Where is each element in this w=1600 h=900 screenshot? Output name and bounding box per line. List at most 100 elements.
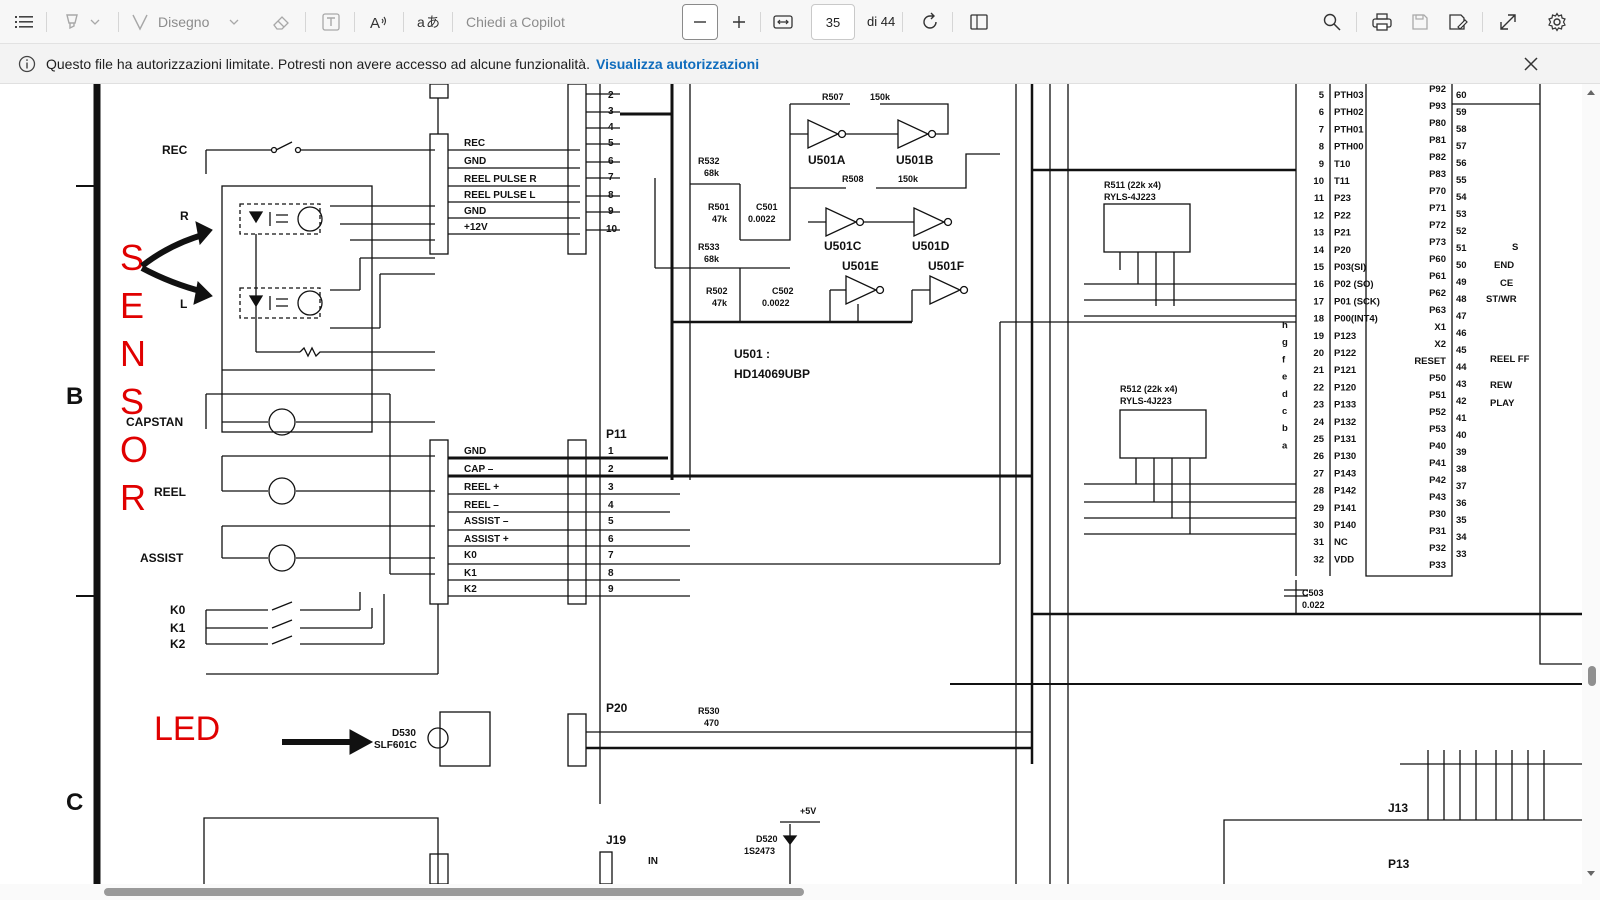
bus-letter: c	[1282, 406, 1287, 417]
ic-pin-name: P122	[1334, 348, 1356, 359]
ic-left-pins: 5678910111213141516171819202122232425262…	[1282, 90, 1380, 565]
save-as-button[interactable]	[1442, 0, 1474, 44]
ic-pin-name: PTH02	[1334, 107, 1364, 118]
ic-pin-number: 50	[1456, 260, 1467, 271]
translate-button[interactable]: a あ	[412, 0, 444, 44]
side-label: REEL FF	[1490, 354, 1530, 365]
ic-pin-number: 42	[1456, 396, 1467, 407]
connector2-pin-label: K2	[464, 584, 477, 595]
c501-label: C501	[756, 202, 778, 212]
fit-width-button[interactable]	[766, 0, 800, 44]
p11-pin-number: 3	[608, 482, 614, 493]
ic-pin-number: 17	[1313, 296, 1324, 307]
horizontal-scrollbar[interactable]	[0, 884, 1600, 900]
toolbar-separator	[46, 12, 47, 32]
ic-pin-name: P52	[1429, 407, 1446, 418]
print-button[interactable]	[1366, 0, 1398, 44]
r512-part: RYLS-4J223	[1120, 396, 1172, 406]
plus-icon	[733, 16, 745, 28]
ic-pin-name: P131	[1334, 434, 1357, 445]
textbox-icon	[322, 13, 340, 31]
close-infobar-button[interactable]	[1515, 44, 1547, 84]
ic-pin-name: P63	[1429, 305, 1446, 316]
ic-pin-number: 41	[1456, 413, 1467, 424]
svg-text:あ: あ	[426, 14, 439, 30]
c502-label: C502	[772, 286, 794, 296]
copilot-button[interactable]: Chiedi a Copilot	[466, 14, 565, 30]
ic-pin-number: 34	[1456, 532, 1467, 543]
minus-icon	[694, 21, 706, 23]
view-permissions-link[interactable]: Visualizza autorizzazioni	[595, 56, 760, 72]
pdf-toolbar: Disegno A a あ Chiedi a Copilot	[0, 0, 1600, 44]
toolbar-separator	[952, 12, 953, 32]
pin-number: 5	[608, 138, 614, 149]
toolbar-separator	[305, 12, 306, 32]
zoom-out-button[interactable]	[682, 4, 718, 40]
erase-button[interactable]	[266, 0, 296, 44]
gate-label: U501A	[808, 153, 846, 167]
connector2-pin-label: REEL +	[464, 482, 499, 493]
rec-label: REC	[162, 143, 188, 157]
contents-button[interactable]	[8, 0, 40, 44]
ic-pin-number: 43	[1456, 379, 1467, 390]
ic-pin-number: 46	[1456, 328, 1467, 339]
ic-pin-number: 13	[1313, 228, 1324, 239]
ic-pin-number: 12	[1313, 210, 1324, 221]
r501-value: 47k	[712, 214, 728, 224]
ic-pin-number: 7	[1319, 124, 1324, 135]
highlight-button[interactable]	[58, 0, 108, 44]
ic-pin-name: PTH01	[1334, 124, 1364, 135]
toolbar-separator	[760, 12, 761, 32]
toolbar-separator	[1482, 12, 1483, 32]
eraser-icon	[273, 16, 289, 30]
gate-label: U501B	[896, 153, 934, 167]
settings-button[interactable]	[1540, 0, 1574, 44]
vertical-scrollbar[interactable]	[1582, 84, 1600, 884]
ic-pin-number: 24	[1313, 417, 1324, 428]
ic-pin-number: 26	[1313, 451, 1324, 462]
save-button[interactable]	[1404, 0, 1436, 44]
connector1-pin-label: REEL PULSE R	[464, 174, 537, 185]
ic-pin-name: P120	[1334, 382, 1356, 393]
rotate-icon	[923, 12, 937, 29]
c503-value: 0.022	[1302, 600, 1325, 610]
assist-label: ASSIST	[140, 551, 184, 565]
draw-button[interactable]: Disegno	[130, 0, 255, 44]
side-label: CE	[1500, 278, 1513, 289]
ic-pin-number: 25	[1313, 434, 1324, 445]
search-button[interactable]	[1316, 0, 1348, 44]
vertical-scroll-thumb[interactable]	[1588, 666, 1596, 686]
ic-pin-name: P20	[1334, 245, 1351, 256]
r511-label: R511 (22k x4)	[1104, 180, 1161, 190]
p11-pin-number: 5	[608, 516, 614, 527]
zoom-in-button[interactable]	[724, 0, 754, 44]
bus-letter: g	[1282, 337, 1288, 348]
r511-part: RYLS-4J223	[1104, 192, 1156, 202]
r501-label: R501	[708, 202, 730, 212]
ic-pin-name: PTH03	[1334, 90, 1364, 101]
search-icon	[1323, 13, 1341, 31]
connector1-pin-label: REEL PULSE L	[464, 190, 536, 201]
ic-pin-number: 45	[1456, 345, 1467, 356]
p11-label: P11	[606, 427, 627, 441]
annotation-sensor-letter: S	[120, 237, 144, 278]
read-aloud-button[interactable]: A	[364, 0, 396, 44]
r507-label: R507	[822, 92, 844, 102]
svg-text:A: A	[370, 15, 380, 31]
annotation-sensor-letter: R	[120, 477, 146, 518]
document-viewer[interactable]: REC GND REEL PULSE R REEL PULSE L GND +1…	[0, 84, 1600, 900]
ic-pin-name: P121	[1334, 365, 1357, 376]
ic-pin-number: 19	[1313, 331, 1324, 342]
ic-pin-name: P31	[1429, 526, 1447, 537]
fullscreen-button[interactable]	[1492, 0, 1524, 44]
horizontal-scroll-thumb[interactable]	[104, 888, 804, 896]
k2-label: K2	[170, 637, 186, 651]
ic-pin-number: 20	[1313, 348, 1324, 359]
toolbar-separator	[902, 12, 903, 32]
textbox-button[interactable]	[316, 0, 346, 44]
rotate-button[interactable]	[914, 0, 946, 44]
page-view-button[interactable]	[962, 0, 996, 44]
bus-letter: b	[1282, 423, 1288, 434]
page-number-input[interactable]: 35	[811, 4, 855, 40]
r530-label: R530	[698, 706, 720, 716]
